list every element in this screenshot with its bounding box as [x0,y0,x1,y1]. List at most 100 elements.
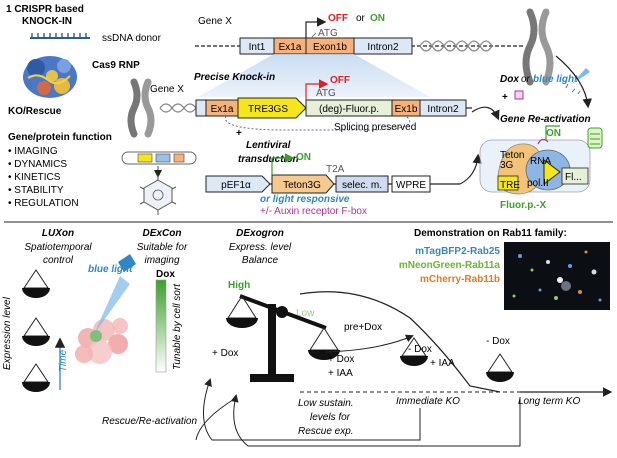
gene-x-label: Gene X [198,16,232,27]
scale-icon-right [486,353,514,382]
chromosome-icon [522,8,554,86]
dexogron-sub-2: Balance [242,255,279,266]
blue-light-icon [565,68,590,95]
knockin-wedge [198,54,430,97]
high-label: High [228,280,250,291]
on-label-2: ON [296,152,311,163]
ssdna-label: ssDNA donor [102,33,162,44]
rescue-arrow-1 [195,397,237,441]
gene-reactivation-label: Gene Re-activation [500,114,591,125]
demo-title: Demonstration on Rab11 family: [414,228,567,239]
on-label: ON [370,13,385,24]
dox-bar-label: Dox [156,269,175,280]
arrow-to-reactivation-2 [471,106,500,121]
expression-level-label: Expression level [2,296,13,370]
pol-label: pol.II [527,178,549,189]
pef1a-label: pEF1α [221,180,251,191]
bullet-5: • REGULATION [8,198,79,209]
teton-complex-label-2: 3G [500,160,514,171]
transduction-label: transduction [238,154,299,165]
tre-label: TRE [500,180,520,191]
teton3g-label: Teton3G [283,180,321,191]
balance-scale-icon [226,294,340,382]
low-label: Low [296,308,315,319]
fluorp-x-label: Fluor.p.-X [500,200,546,211]
minus-dox-iaa-1: - Dox [408,344,432,355]
on-label-3: ON [546,128,561,139]
bullet-4: • STABILITY [8,185,64,196]
atg-label: ATG [318,28,338,39]
dexcon-title: DExCon [143,228,182,239]
plus-sign-2: + [502,92,508,103]
low-sustain-3: Rescue exp. [298,426,354,437]
teton-complex-label: Teton [500,150,524,161]
tre3gs-label: TRE3GS [248,104,288,115]
or-label: or [356,13,366,24]
cas9-label: Cas9 RNP [92,60,140,71]
gene-x-label-2: Gene X [150,84,184,95]
light-beam-icon [94,276,130,334]
demo-item-2: mNeonGreen-Rab11a [399,260,501,271]
pre-dox-arrow [325,334,414,353]
time-label: Time [58,349,69,372]
pef1a-arrow [205,175,271,193]
cas9-rnp-icon [23,56,77,98]
blue-light-label: blue light [533,74,578,85]
arrow-to-reactivation-1 [555,55,592,109]
selec-box [335,175,389,193]
plasmid-icon [121,151,197,165]
luxon-title: LUXon [42,228,74,239]
lentiviral-label: Lentiviral [246,140,291,151]
teton3g-arrow [271,174,335,194]
exon1b-label: Exon1b [313,42,347,53]
ssdna-icon [30,33,90,39]
cell-cluster-icon [75,318,128,364]
luxon-sub-1: Spatiotemporal [24,242,92,253]
reactivation-complex [479,138,591,195]
auxin-label: +/- Auxin receptor F-box [260,206,367,217]
light-responsive-label: or light responsive [260,194,350,205]
bullet-3: • KINETICS [8,172,61,183]
tunable-label: Tunable by cell sort [172,283,183,370]
luxon-sub-2: control [43,255,74,266]
dexcon-sub-1: Suitable for [137,242,188,253]
dox-or-label: or [521,74,531,85]
pre-dox-label: pre+Dox [344,322,382,333]
off-label-2: OFF [330,75,350,86]
deg-fluor-label: (deg)-Fluor.p. [319,104,379,115]
intron2-box-2 [419,99,467,117]
minus-dox-label: - Dox [486,336,510,347]
low-sustain-2: levels for [310,412,351,423]
intron2-box [353,37,413,55]
function-bullet-list: • IMAGING • DYNAMICS • KINETICS • STABIL… [8,146,79,209]
luxon-scale-icon [22,269,50,392]
plus-dox-iaa-1: + Dox [328,354,354,365]
lamp-icon [118,254,136,272]
crispr-title-1: 1 CRISPR based [6,4,84,15]
minus-dox-iaa-2: + IAA [430,358,455,369]
plus-dox-iaa-2: + IAA [328,368,353,379]
crispr-title-2: KNOCK-IN [22,16,72,27]
rescue-arrow-3 [230,394,521,447]
chromosome-icon-2 [127,78,155,138]
wpre-label: WPRE [396,180,426,191]
ko-rescue-label: KO/Rescue [8,106,62,117]
promoter-arrow-4 [545,125,560,140]
intron2-label: Intron2 [367,42,399,53]
demo-item-1: mTagBFP2-Rab25 [415,246,500,257]
dox-gradient-bar [155,279,167,373]
blue-light-label-2: blue light [88,264,133,275]
dna-helix-icon [419,40,493,52]
plus-sign: + [236,128,242,139]
scale-icon-mid [400,337,428,366]
immediate-ko-label: Immediate KO [396,396,460,407]
demo-item-3: mCherry-Rab11b [420,274,500,285]
plus-dox-label: + Dox [212,348,238,359]
promoter-arrow-2 [305,79,329,100]
bullet-2: • DYNAMICS [8,159,67,170]
dox-molecule-icon [514,90,524,100]
promoter-arrow-3 [271,153,295,175]
t2a-label: T2A [326,164,345,175]
